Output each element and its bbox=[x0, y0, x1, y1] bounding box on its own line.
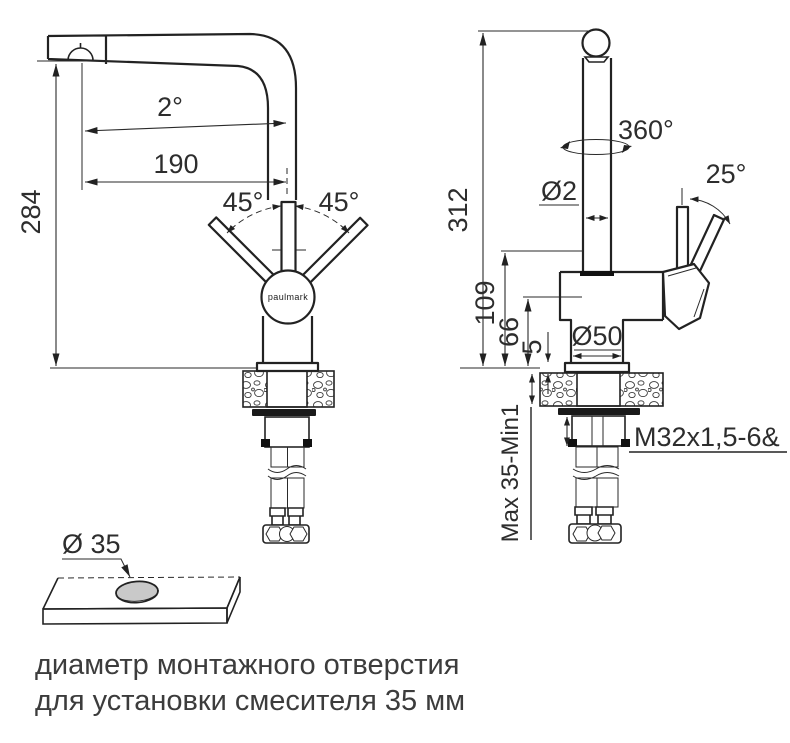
handle-vertical bbox=[675, 205, 690, 277]
handle-side: 25° bbox=[661, 159, 747, 331]
side-view: 360° Ø2 312 109 66 5 Ø50 bbox=[443, 28, 787, 544]
counter-outline-front bbox=[242, 370, 335, 408]
dim-spout-tilt: 2° bbox=[157, 92, 183, 122]
dim-base-diameter: Ø50 bbox=[571, 321, 622, 351]
aerator bbox=[67, 43, 94, 62]
mount-hole bbox=[115, 580, 159, 604]
dim-handle-left-angle: 45° bbox=[223, 187, 264, 217]
dim-handle-right-angle: 45° bbox=[319, 187, 360, 217]
hole-leader bbox=[62, 558, 131, 578]
counter-granite-right-side bbox=[620, 373, 663, 406]
hose-break-side bbox=[572, 465, 620, 480]
dim-total-height: 312 bbox=[443, 187, 473, 232]
plate-right-face bbox=[226, 576, 241, 624]
handle-center bbox=[280, 200, 297, 277]
ext-lines-side bbox=[460, 30, 588, 369]
seal-right-side bbox=[621, 439, 630, 447]
counter-outline-side bbox=[539, 372, 664, 407]
front-view: 2° 190 284 45° 45° paulmark bbox=[16, 32, 369, 544]
plate-back-edge bbox=[57, 576, 241, 579]
handle-arc-left bbox=[226, 204, 282, 234]
swivel-arrow-right bbox=[622, 145, 632, 153]
seal-left-side bbox=[568, 439, 577, 447]
seal-right-front bbox=[303, 439, 312, 447]
dim-tube-diameter: Ø2 bbox=[541, 176, 577, 206]
handle-arc-right bbox=[294, 204, 350, 234]
dim-line-spout-tilt bbox=[84, 119, 287, 135]
base-flange-front bbox=[255, 361, 320, 373]
body-sides-front bbox=[261, 316, 314, 363]
dim-height-284: 284 bbox=[16, 189, 46, 234]
hoses-front bbox=[262, 446, 310, 544]
dim-body-mid: 66 bbox=[494, 317, 524, 347]
hex-fittings-front bbox=[262, 524, 310, 544]
handle-right bbox=[301, 216, 369, 285]
nut-front bbox=[264, 416, 310, 448]
caption-line-1: диаметр монтажного отверстия bbox=[35, 649, 459, 681]
swivel-arrow-left bbox=[560, 141, 570, 149]
column-side bbox=[581, 58, 613, 271]
handle-angle-arc bbox=[689, 196, 731, 225]
mount-plate-view: Ø 35 bbox=[42, 529, 241, 625]
handle-left bbox=[207, 216, 276, 284]
dim-base-thickness: 5 bbox=[517, 339, 547, 354]
mount-range-label: Max 35-Min1 bbox=[497, 404, 524, 543]
hex-fittings-side bbox=[568, 523, 622, 544]
plate-front-face bbox=[42, 607, 228, 625]
spout-end-circle bbox=[581, 28, 611, 58]
threaded-rod bbox=[591, 415, 604, 447]
hoses-side bbox=[568, 446, 622, 544]
body-circle bbox=[260, 269, 316, 325]
handle-base-detail bbox=[667, 267, 705, 318]
counter-side bbox=[529, 372, 664, 407]
hose-collars bbox=[269, 507, 304, 526]
nut-side bbox=[571, 415, 626, 447]
brand-logo: paulmark bbox=[268, 292, 308, 302]
seal-left-front bbox=[261, 439, 270, 447]
dim-body-height: 109 bbox=[470, 280, 500, 325]
handle-base bbox=[661, 262, 711, 331]
counter-granite-left-side bbox=[540, 373, 577, 406]
stem-threaded-front bbox=[266, 370, 308, 408]
hose-collars-side bbox=[574, 506, 614, 525]
counter-granite-left bbox=[243, 371, 267, 407]
counter-granite-right bbox=[307, 371, 334, 407]
hose-break bbox=[267, 465, 307, 480]
caption: диаметр монтажного отверстия для установ… bbox=[35, 649, 465, 717]
dim-handle-angle: 25° bbox=[706, 159, 747, 189]
stem-threaded-side bbox=[576, 372, 621, 407]
dim-swivel: 360° bbox=[618, 115, 674, 145]
base-flange-side bbox=[563, 361, 631, 374]
dim-spout-reach: 190 bbox=[153, 149, 198, 179]
counter-front bbox=[242, 370, 335, 408]
washer-side bbox=[558, 408, 640, 415]
spout-cap bbox=[583, 56, 610, 63]
handles-front: 45° 45° bbox=[207, 187, 369, 285]
caption-line-2: для установки смесителя 35 мм bbox=[35, 685, 465, 717]
spout-outline bbox=[46, 32, 298, 200]
ext-lines-front bbox=[37, 60, 256, 369]
thread-spec-label: M32x1,5-6& bbox=[634, 422, 780, 452]
hole-diameter-label: Ø 35 bbox=[62, 529, 121, 559]
washer-front bbox=[252, 409, 316, 416]
